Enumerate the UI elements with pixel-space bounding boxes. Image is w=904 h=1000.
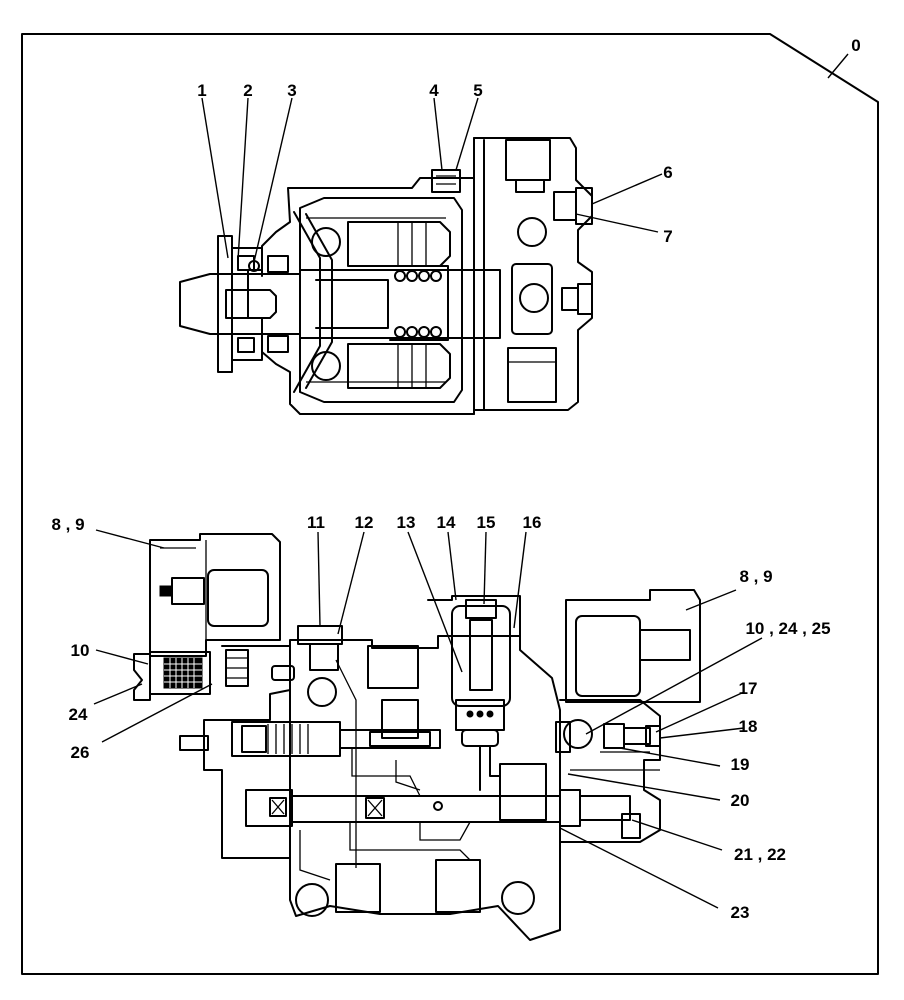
valve-bottom-view <box>133 533 701 941</box>
callout-label: 11 <box>307 513 325 532</box>
callout-label: 13 <box>397 513 416 532</box>
callout-label: 20 <box>731 791 750 810</box>
callout-label: 19 <box>731 755 750 774</box>
leader-lines <box>93 53 849 909</box>
pump-top-view <box>179 137 593 415</box>
callout-label: 3 <box>287 81 296 100</box>
callout-label: 15 <box>477 513 496 532</box>
callout-label: 8 , 9 <box>51 515 84 534</box>
callout-label: 23 <box>731 903 750 922</box>
callout-label: 21 , 22 <box>734 845 786 864</box>
callout-label: 8 , 9 <box>739 567 772 586</box>
callout-label: 10 <box>71 641 90 660</box>
callout-label: 24 <box>69 705 88 724</box>
callout-label: 4 <box>429 81 439 100</box>
callout-label: 6 <box>663 163 672 182</box>
callout-label: 16 <box>523 513 542 532</box>
callout-label: 1 <box>197 81 206 100</box>
callout-label: 26 <box>71 743 90 762</box>
callout-label: 2 <box>243 81 252 100</box>
callout-label: 14 <box>437 513 456 532</box>
callout-label: 5 <box>473 81 482 100</box>
filter-mesh <box>163 657 203 689</box>
drawing-frame <box>21 33 879 975</box>
callout-label: 12 <box>355 513 374 532</box>
callout-label: 7 <box>663 227 672 246</box>
callout-label: 18 <box>739 717 758 736</box>
callout-label: 0 <box>851 36 860 55</box>
callout-label: 17 <box>739 679 758 698</box>
callout-label: 10 , 24 , 25 <box>745 619 830 638</box>
callout-labels: 0 1 2 3 4 5 6 7 8 , 9 11 12 13 14 15 16 … <box>51 36 860 922</box>
